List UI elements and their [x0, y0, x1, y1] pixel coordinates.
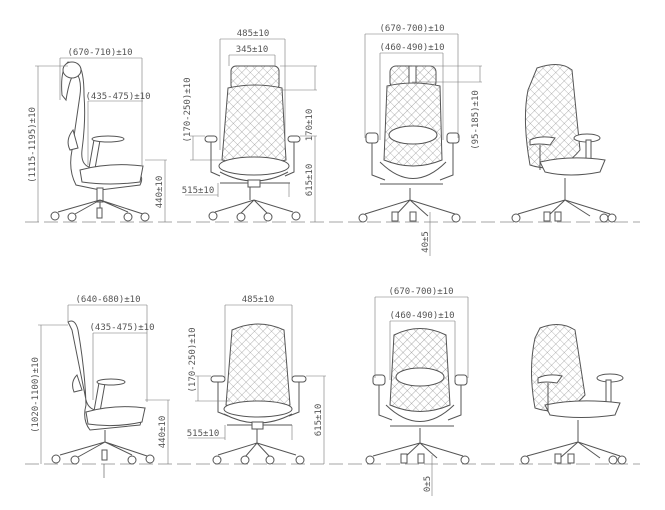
bottom-arm-outer-width-label: (670-700)±10	[388, 287, 453, 297]
bottom-front-view-chair	[210, 323, 307, 465]
bottom-seat-height-label: 440±10	[158, 416, 168, 449]
bottom-overall-width-label: 485±10	[242, 295, 275, 305]
arm-height-floor-label: 615±10	[305, 164, 315, 197]
bottom-front-view-dimensions: 485±10 (170-250)±10 515±10 615±10	[187, 295, 326, 464]
overall-height-label: (1115-1195)±10	[28, 107, 38, 183]
bottom-three-quarter-view-chair	[520, 324, 627, 465]
top-back-view-chair	[358, 65, 461, 223]
base-width-label: 515±10	[182, 186, 215, 196]
headrest-adjust-label: 170±10	[305, 109, 315, 142]
seat-height-label: 440±10	[155, 176, 165, 209]
seat-depth-label: (435-475)±10	[85, 92, 150, 102]
bottom-back-view-chair	[365, 328, 470, 465]
top-three-quarter-view-chair	[511, 64, 617, 223]
bottom-seat-depth-label: (435-475)±10	[89, 323, 154, 333]
bottom-overall-depth-label: (640-680)±10	[75, 295, 140, 305]
armrest-height-label: (170-250)±10	[183, 77, 193, 142]
bottom-side-view-dimensions: (640-680)±10 (435-475)±10 (1020-1100)±10…	[31, 295, 170, 464]
top-side-view-dimensions: (670-710)±10 (435-475)±10 (1115-1195)±10…	[28, 48, 167, 222]
top-back-view-dimensions: (670-700)±10 (460-490)±10 (95-185)±10 40…	[364, 24, 482, 256]
arm-inner-width-label: (460-490)±10	[379, 43, 444, 53]
top-front-view-dimensions: 485±10 345±10 (170-250)±10 170±10 515±10…	[182, 29, 317, 222]
overall-width-label: 485±10	[237, 29, 270, 39]
bottom-base-width-label: 515±10	[187, 429, 220, 439]
headrest-width-label: 345±10	[236, 45, 269, 55]
bottom-arm-height-floor-label: 615±10	[314, 404, 324, 437]
overall-depth-label: (670-710)±10	[67, 48, 132, 58]
bottom-side-view-chair	[51, 320, 155, 478]
arm-outer-width-label: (670-700)±10	[379, 24, 444, 34]
bottom-back-view-dimensions: (670-700)±10 (460-490)±10 0±5	[374, 287, 469, 496]
seat-travel-label: 40±5	[421, 231, 431, 253]
top-side-view-chair	[50, 61, 150, 222]
bottom-overall-height-label: (1020-1100)±10	[31, 357, 41, 433]
top-front-view-chair	[204, 65, 301, 222]
bottom-arm-inner-width-label: (460-490)±10	[389, 311, 454, 321]
bottom-armrest-height-label: (170-250)±10	[188, 327, 198, 392]
lumbar-adjust-label: (95-185)±10	[471, 90, 481, 150]
bottom-seat-travel-label: 0±5	[423, 476, 433, 492]
